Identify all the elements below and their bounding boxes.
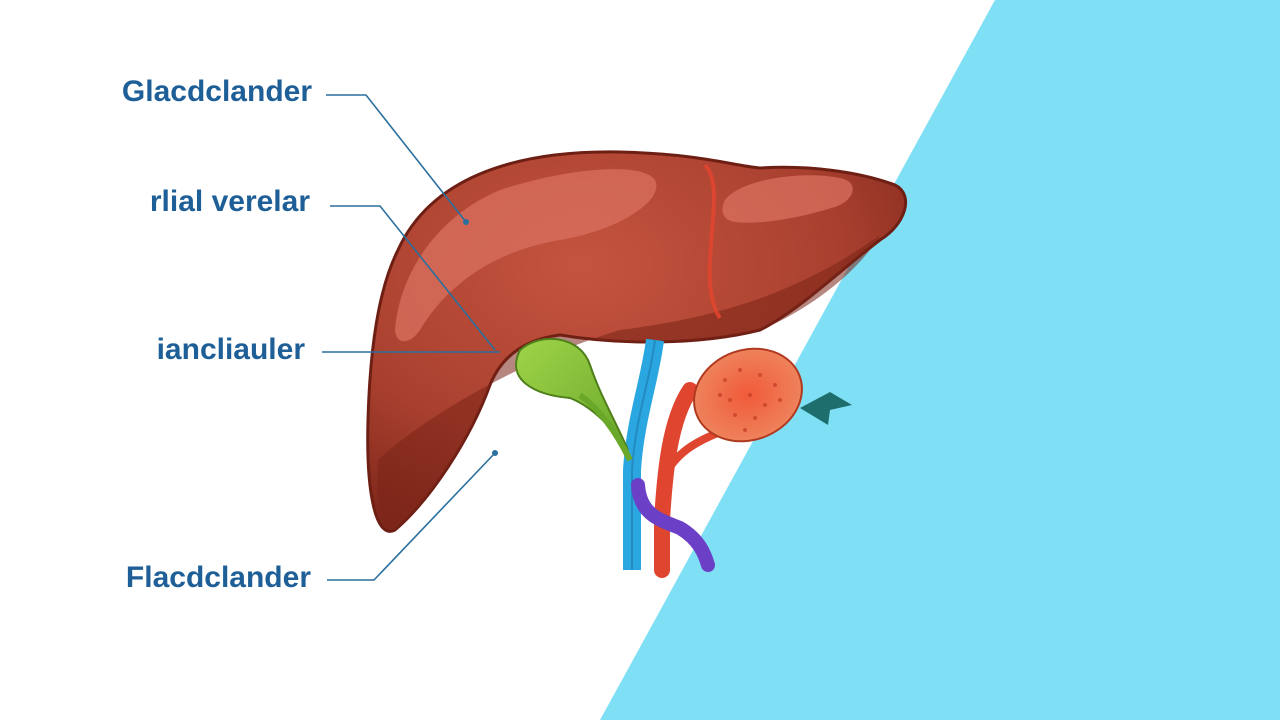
arrowhead-icon	[800, 392, 852, 425]
lobe-divider	[703, 163, 722, 320]
portal-vein	[623, 338, 664, 570]
label-iancliauler: iancliauler	[156, 333, 305, 366]
artery	[654, 382, 698, 578]
cystic-duct	[578, 392, 633, 462]
accent-panel	[600, 0, 1280, 720]
leader-line-2	[330, 205, 496, 351]
purple-vein	[631, 478, 715, 572]
label-flacdclander: Flacdclander	[125, 561, 311, 594]
leader-line-1	[326, 94, 467, 223]
liver-shadow	[377, 235, 880, 530]
label-glacdclander: Glacdclander	[121, 75, 312, 108]
liver-highlight-left	[395, 169, 657, 342]
label-rlial-verelar: rlial verelar	[149, 185, 310, 218]
spleen-texture	[718, 368, 782, 432]
leader-lines	[322, 94, 500, 581]
portal-vein-outline	[631, 339, 656, 570]
leader-line-4	[327, 452, 496, 581]
leader-dots	[463, 219, 498, 456]
liver-highlight-right	[722, 175, 853, 223]
